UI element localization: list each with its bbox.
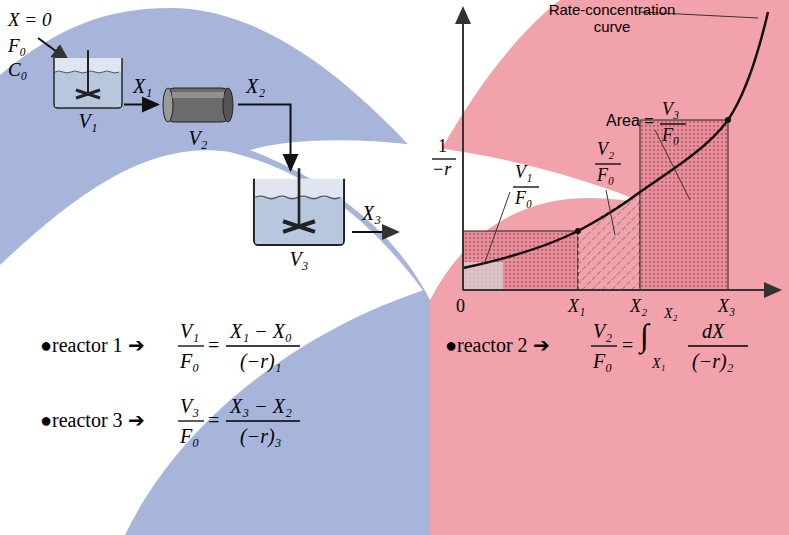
equation-term: F₀ — [180, 425, 199, 447]
equation-term: X₂ — [664, 306, 677, 321]
plot-label: F₀ — [8, 36, 26, 57]
equation-term: X₃ − X₂ — [230, 395, 292, 417]
flow-arrow — [238, 105, 291, 171]
plot-label: Rate-concentration curve — [548, 2, 676, 35]
equation-term: = — [622, 334, 633, 356]
equation-term: (−r)₂ — [692, 350, 734, 372]
equation-term: F₀ — [180, 350, 199, 372]
plot-label: V₃ — [662, 100, 679, 120]
stirred-tank-reactor: V₁ — [48, 50, 128, 132]
equation-term: = — [208, 409, 219, 431]
equation-term: ●reactor 2 ➔ — [445, 334, 550, 356]
equation-term: X₁ − X₀ — [230, 320, 292, 342]
plot-label: 0 — [456, 297, 465, 317]
equation-term: = — [208, 334, 219, 356]
plot-label: F₀ — [515, 189, 532, 209]
plot-label: V₁ — [515, 163, 532, 183]
flow-arrow — [124, 104, 158, 106]
volume-label: V₁ — [48, 110, 128, 132]
plot-label: C₀ — [8, 60, 27, 81]
equation-term: dX — [702, 320, 724, 342]
equation-term: ●reactor 3 ➔ — [40, 409, 145, 431]
volume-label: V₂ — [158, 127, 238, 149]
plug-flow-reactor: V₂ — [158, 82, 238, 149]
plot-label: F₀ — [662, 126, 679, 146]
plot-label: X₃ — [718, 297, 735, 317]
volume-label: V₃ — [246, 248, 352, 270]
plot-label: X₃ — [362, 202, 381, 224]
stream-label: X₂ — [246, 75, 265, 97]
stirred-tank-reactor: V₃ — [246, 168, 352, 270]
equation-term: V₁ — [180, 320, 199, 342]
equation-term: (−r)₁ — [240, 350, 282, 372]
equation-term: F₀ — [593, 350, 612, 372]
plot-label: F₀ — [597, 166, 614, 186]
equation-term: ●reactor 1 ➔ — [40, 334, 145, 356]
plot-label: X₁ — [568, 297, 585, 317]
plot-label: X₂ — [630, 297, 647, 317]
plot-label: 1 — [438, 137, 447, 157]
plot-label: Area = — [606, 112, 654, 130]
equation-term: X₁ — [652, 356, 665, 371]
plot-label: V₂ — [597, 140, 614, 160]
equation-term: (−r)₃ — [240, 425, 282, 447]
stream-label: X₁ — [133, 75, 152, 97]
plot-label: −r — [432, 160, 451, 180]
equation-term: V₃ — [180, 395, 199, 417]
equation-term: V₂ — [593, 320, 612, 342]
plot-label: X = 0 — [8, 10, 51, 31]
equation-term: ∫ — [640, 318, 649, 353]
